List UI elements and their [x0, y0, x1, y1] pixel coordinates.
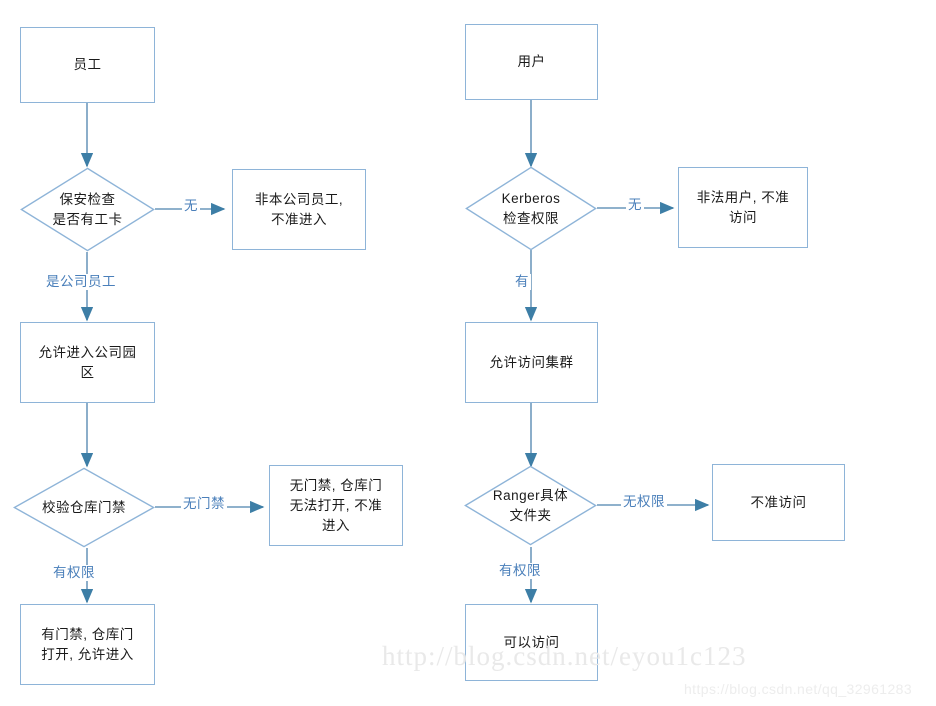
node-label: 用户: [517, 54, 546, 69]
node-label: 不准访问: [750, 494, 807, 510]
edge-label-badge-check-no: 无: [182, 198, 200, 214]
watermark-blog-url: http://blog.csdn.net/eyou1c123: [382, 641, 747, 671]
node-label: Ranger具体 文件夹: [492, 487, 569, 523]
edge-label-has-permission-right: 有权限: [497, 563, 543, 579]
diamond-shape: [13, 467, 155, 548]
node-label: 员工: [73, 57, 102, 72]
node-label: Kerberos 检查权限: [501, 190, 561, 226]
node-label: 有门禁, 仓库门 打开, 允许进入: [41, 626, 134, 662]
edge-label-kerberos-no: 无: [626, 197, 644, 213]
node-label: 非法用户, 不准 访问: [696, 189, 790, 225]
edge-label-no-door-permission: 无门禁: [181, 496, 227, 512]
node-reject-entry[interactable]: 非本公司员工, 不准进入: [232, 169, 366, 250]
node-no-door-access[interactable]: 无门禁, 仓库门 无法打开, 不准 进入: [269, 465, 403, 546]
edge-label-is-employee: 是公司员工: [44, 274, 118, 290]
node-user-start[interactable]: 用户: [465, 24, 598, 100]
diamond-shape: [464, 465, 597, 546]
node-label: 允许访问集群: [489, 354, 574, 370]
node-kerberos-check[interactable]: Kerberos 检查权限: [465, 166, 597, 251]
diamond-shape: [20, 167, 155, 252]
node-door-opens[interactable]: 有门禁, 仓库门 打开, 允许进入: [20, 604, 155, 685]
node-can-access[interactable]: 可以访问: [465, 604, 598, 681]
node-label: 保安检查 是否有工卡: [52, 191, 123, 227]
node-label: 可以访问: [503, 634, 560, 650]
diamond-shape: [465, 166, 597, 251]
watermark-blog-url-secondary: https://blog.csdn.net/qq_32961283: [684, 681, 913, 697]
edge-label-has-permission-left: 有权限: [51, 565, 97, 581]
node-label: 无门禁, 仓库门 无法打开, 不准 进入: [289, 477, 383, 533]
node-warehouse-door-check[interactable]: 校验仓库门禁: [13, 467, 155, 548]
node-deny-access[interactable]: 不准访问: [712, 464, 845, 541]
edge-label-kerberos-yes: 有: [513, 274, 531, 290]
node-allow-campus[interactable]: 允许进入公司园 区: [20, 322, 155, 403]
node-ranger-check[interactable]: Ranger具体 文件夹: [464, 465, 597, 546]
node-allow-cluster[interactable]: 允许访问集群: [465, 322, 598, 403]
node-badge-check[interactable]: 保安检查 是否有工卡: [20, 167, 155, 252]
node-label: 允许进入公司园 区: [38, 344, 137, 380]
node-employee-start[interactable]: 员工: [20, 27, 155, 103]
node-label: 非本公司员工, 不准进入: [254, 191, 344, 227]
node-illegal-user[interactable]: 非法用户, 不准 访问: [678, 167, 808, 248]
edge-label-no-permission: 无权限: [621, 494, 667, 510]
node-label: 校验仓库门禁: [42, 499, 126, 515]
